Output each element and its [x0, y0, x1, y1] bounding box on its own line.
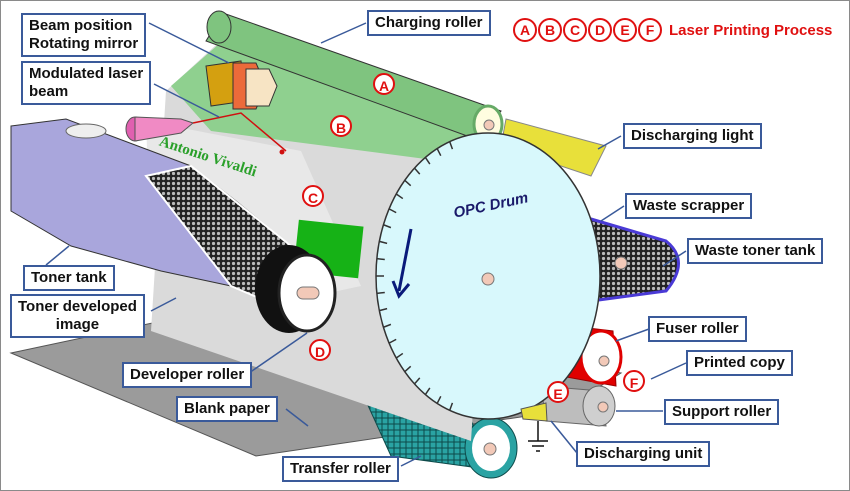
label-support-roller: Support roller: [664, 399, 780, 425]
drum-tick-marks: [376, 141, 454, 411]
step-marker-e: E: [547, 381, 569, 403]
label-blank-paper: Blank paper: [176, 396, 278, 422]
drum-tick: [376, 257, 385, 261]
label-discharging-unit: Discharging unit: [576, 441, 711, 467]
drum-tick: [448, 141, 454, 150]
laser-emitter: [125, 112, 287, 155]
label-modulated-laser: Modulated laser beam: [21, 61, 152, 105]
label-developer-roller: Developer roller: [122, 362, 253, 388]
label-modulated-laser-line2: beam: [29, 83, 69, 100]
transfer-roller: [365, 400, 518, 479]
drum-tick: [448, 402, 454, 411]
drum-tick: [383, 224, 392, 229]
legend-step-e: E: [613, 18, 637, 42]
drum-tick: [383, 323, 392, 328]
drum-tick: [379, 240, 388, 245]
drum-tick: [413, 377, 421, 385]
rotating-mirror: [205, 60, 278, 110]
legend: A B C D E F Laser Printing Process: [513, 18, 832, 42]
legend-step-d: D: [588, 18, 612, 42]
step-marker-a: A: [373, 73, 395, 95]
drum-tick: [436, 148, 442, 157]
step-marker-c: C: [302, 185, 324, 207]
label-toner-developed-image: Toner developed image: [10, 294, 145, 338]
drum-tick: [395, 193, 404, 200]
legend-title: Laser Printing Process: [669, 21, 833, 39]
step-marker-d: D: [309, 339, 331, 361]
label-printed-copy: Printed copy: [686, 350, 793, 376]
label-waste-scrapper: Waste scrapper: [625, 193, 753, 219]
label-toner-developed-line2: image: [55, 316, 100, 333]
drum-tick: [376, 291, 385, 295]
label-toner-tank: Toner tank: [23, 265, 115, 291]
label-toner-developed-line1: Toner developed: [18, 298, 137, 315]
waste-toner-tank: [589, 216, 680, 303]
drum-tick: [404, 365, 412, 373]
label-rotating-mirror: Rotating mirror: [29, 35, 139, 52]
step-marker-f: F: [623, 370, 645, 392]
drum-tick: [379, 307, 388, 312]
label-fuser-roller: Fuser roller: [648, 316, 747, 342]
developer-roller: [255, 245, 337, 333]
step-marker-b: B: [330, 115, 352, 137]
drum-tick: [424, 387, 431, 395]
drum-tick: [388, 338, 397, 344]
drum-tick: [424, 157, 431, 165]
discharging-unit: [520, 402, 548, 452]
leader-lines: [45, 22, 687, 467]
drum-tick: [404, 179, 412, 187]
label-waste-toner-tank: Waste toner tank: [687, 238, 824, 264]
legend-step-f: F: [638, 18, 662, 42]
label-modulated-laser-line1: Modulated laser: [29, 65, 144, 82]
label-discharging-light: Discharging light: [623, 123, 762, 149]
opc-drum-face: [375, 132, 601, 420]
drum-tick: [436, 395, 442, 404]
legend-step-b: B: [538, 18, 562, 42]
label-transfer-roller: Transfer roller: [282, 456, 399, 482]
drum-tick: [388, 208, 397, 214]
legend-step-a: A: [513, 18, 537, 42]
label-charging-roller: Charging roller: [367, 10, 491, 36]
drum-tick: [395, 352, 404, 359]
label-beam-position-line1: Beam position: [29, 17, 133, 34]
legend-step-c: C: [563, 18, 587, 42]
label-beam-position: Beam position Rotating mirror: [21, 13, 147, 57]
drum-tick: [413, 167, 421, 175]
